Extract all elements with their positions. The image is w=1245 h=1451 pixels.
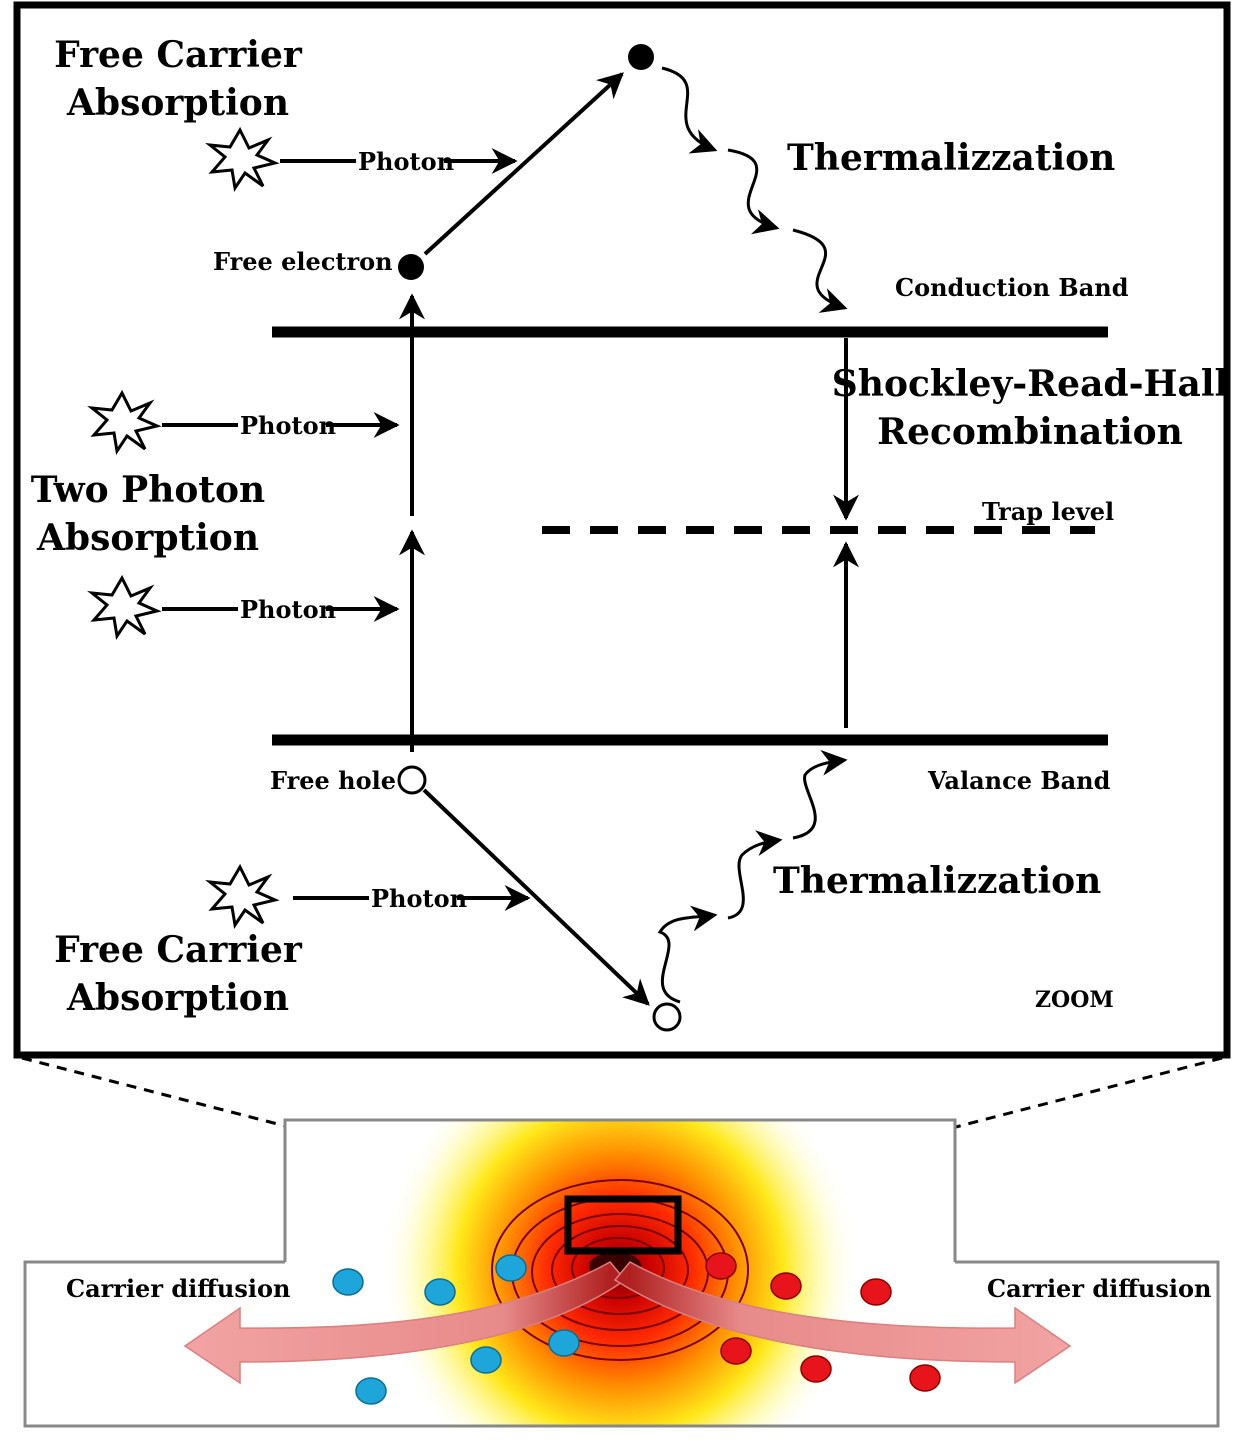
free-hole-label: Free hole	[270, 766, 396, 795]
free-electron	[398, 254, 424, 280]
srh-label-2: Recombination	[877, 411, 1183, 453]
valance-band-label: Valance Band	[927, 766, 1111, 795]
conduction-band-label: Conduction Band	[895, 273, 1129, 302]
free-hole	[397, 765, 427, 795]
zoom-frame	[13, 1, 1231, 1059]
hole-dot	[770, 1272, 802, 1300]
fca-bottom-label-2: Absorption	[66, 977, 289, 1019]
diffusion-arrow-right	[613, 1261, 1072, 1385]
fca-hole-arrow	[422, 788, 650, 1006]
thermalization-wave-top-3	[792, 228, 848, 313]
thermalization-wave-bot-3	[792, 749, 848, 840]
hot-hole	[652, 1002, 682, 1032]
starburst-icon	[205, 126, 280, 192]
electron-dot	[548, 1329, 580, 1357]
hole-dot	[800, 1355, 832, 1383]
zoom-region-box	[564, 1195, 682, 1255]
photon-label-1: Photon	[358, 147, 454, 176]
hot-electron	[628, 44, 654, 70]
fca-bottom-label-1: Free Carrier	[54, 929, 303, 971]
fca-top-label-2: Absorption	[66, 82, 289, 124]
carrier-diffusion-right-label: Carrier diffusion	[987, 1274, 1211, 1303]
electron-dot	[332, 1268, 364, 1296]
starburst-icon	[205, 863, 280, 929]
photon-label-4: Photon	[371, 884, 467, 913]
tpa-label-2: Absorption	[36, 517, 259, 559]
srh-label-1: Shockley-Read-Hall	[832, 363, 1228, 405]
electron-dot	[355, 1377, 387, 1405]
diffusion-arrow-left	[183, 1261, 627, 1385]
thermalization-wave-top-2	[727, 148, 780, 235]
hole-dot	[720, 1337, 752, 1365]
hole-dot	[860, 1278, 892, 1306]
hole-dot	[909, 1364, 941, 1392]
thermalization-top-label: Thermalizzation	[787, 137, 1115, 179]
free-electron-label: Free electron	[213, 247, 393, 276]
starburst-icon	[87, 574, 162, 640]
zoom-label: ZOOM	[1035, 987, 1114, 1013]
hole-dot	[705, 1252, 737, 1280]
tpa-label-1: Two Photon	[31, 469, 265, 511]
thermalization-bottom-label: Thermalizzation	[773, 860, 1101, 902]
holes	[705, 1252, 941, 1392]
starburst-icon	[87, 389, 162, 455]
electrons	[332, 1254, 580, 1405]
thermalization-wave-bot-1	[657, 905, 718, 1004]
electron-dot	[470, 1346, 502, 1374]
waveguide-cross-section	[23, 1118, 1220, 1428]
electron-dot	[424, 1278, 456, 1306]
fca-top-label-1: Free Carrier	[54, 34, 303, 76]
fca-electron-arrow	[423, 72, 624, 256]
trap-level-label: Trap level	[982, 497, 1114, 526]
thermalization-wave-top-1	[661, 66, 718, 154]
carrier-diffusion-left-label: Carrier diffusion	[66, 1274, 290, 1303]
electron-dot	[495, 1254, 527, 1282]
thermalization-wave-bot-2	[727, 830, 783, 920]
photon-label-3: Photon	[240, 595, 336, 624]
photon-label-2: Photon	[240, 411, 336, 440]
